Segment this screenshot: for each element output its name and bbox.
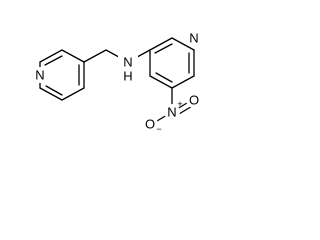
nitro-o-charge: − <box>156 124 161 134</box>
atom-n-left-ring: N <box>32 67 48 83</box>
atom-nitro-n: N + <box>164 99 183 120</box>
atom-o-top-label: O <box>189 93 199 108</box>
atom-h-amine-label: H <box>123 69 132 84</box>
bond-right-ring-5 <box>149 75 173 89</box>
bond-left-ring-4 <box>61 87 85 101</box>
atom-n-left-ring-label: N <box>35 68 44 83</box>
atom-n-right-ring: N <box>186 30 202 46</box>
bond-right-ring-double-3 <box>155 72 173 83</box>
bond-left-ring-double-1 <box>44 55 63 66</box>
bond-ring-to-methylene <box>83 49 107 63</box>
bond-right-ring-double-1 <box>154 43 173 54</box>
bond-right-ring-4 <box>171 75 195 89</box>
atom-nh-amine: N H <box>118 55 138 84</box>
atom-o-bottom: O − <box>142 116 162 134</box>
atom-nitro-n-label: N <box>167 105 176 120</box>
bond-right-ring-1 <box>149 37 173 51</box>
chemical-structure: N N H N N + O O − <box>32 30 202 134</box>
atom-o-bottom-label: O <box>145 117 155 132</box>
atom-o-top: O <box>186 92 202 108</box>
bond-left-ring-5 <box>39 87 63 101</box>
bond-left-ring-double-3 <box>45 85 63 96</box>
bond-right-ring-2 <box>171 37 195 51</box>
atom-n-amine-label: N <box>123 55 132 70</box>
right-pyridine-ring <box>149 37 195 89</box>
bond-left-ring-1 <box>39 49 63 63</box>
atom-n-right-ring-label: N <box>189 31 198 46</box>
bond-left-ring-2 <box>61 49 85 63</box>
nitro-n-charge: + <box>177 99 182 109</box>
